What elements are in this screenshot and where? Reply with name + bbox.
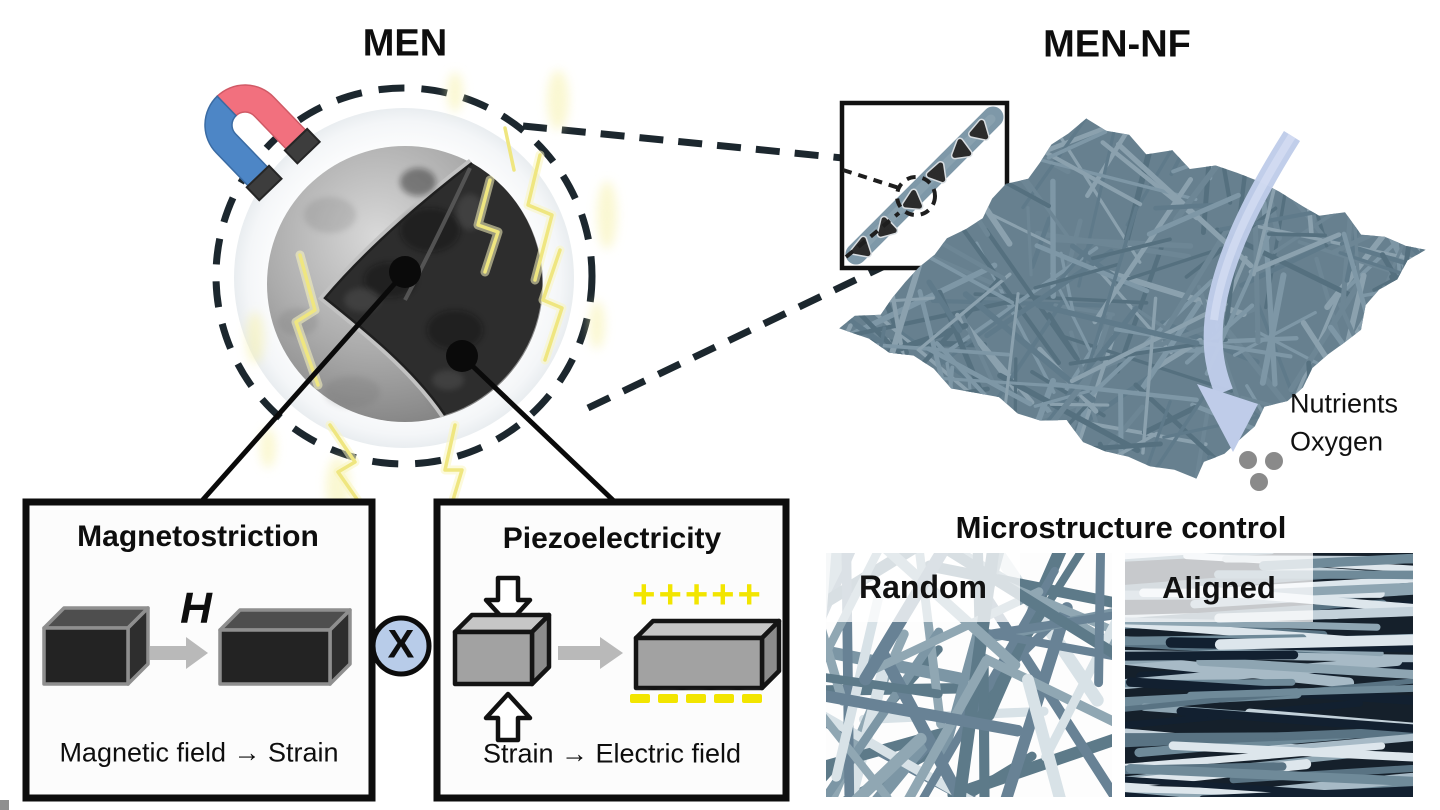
random-panel-label: Random — [826, 553, 1020, 622]
piezoelectricity-title: Piezoelectricity — [502, 522, 722, 555]
permeation-arrow-icon — [1197, 130, 1301, 452]
cube-charged-icon — [633, 618, 782, 691]
men-title: MEN — [362, 22, 448, 65]
magnetostriction-title: Magnetostriction — [77, 520, 319, 553]
horseshoe-magnet-icon — [204, 84, 322, 202]
transform-arrow-icon — [558, 637, 623, 669]
nutrient-dots — [1239, 451, 1283, 491]
magnetostriction-caption: Magnetic field → Strain — [59, 737, 339, 768]
microstructure-title: Microstructure control — [955, 510, 1287, 545]
compress-arrows-icon — [483, 575, 533, 743]
men-nf-title: MEN-NF — [1043, 23, 1191, 66]
lightning-icon — [291, 126, 567, 520]
cube-compressed-icon — [452, 612, 552, 687]
aligned-panel-label: Aligned — [1125, 553, 1313, 622]
callout-lines — [198, 270, 618, 505]
magnetic-field-symbol: H — [180, 584, 212, 633]
positive-charges-label: +++++ — [632, 572, 764, 617]
shell-callout-dot — [446, 340, 478, 372]
transform-arrow-icon — [150, 637, 208, 669]
piezoelectricity-caption: Strain → Electric field — [482, 738, 742, 769]
cube-stretched-icon — [218, 608, 352, 686]
zoom-cone-dashed-lines — [522, 122, 920, 412]
oxygen-label: Oxygen — [1290, 426, 1384, 457]
coupling-multiply-icon — [370, 615, 432, 677]
core-callout-dot — [389, 256, 421, 288]
coupling-symbol: X — [387, 622, 415, 667]
inset-dashed-marks — [842, 168, 937, 259]
dashed-outline-circle — [212, 84, 596, 468]
nutrients-label: Nutrients — [1290, 388, 1399, 419]
negative-charges-icon — [630, 694, 762, 703]
corner-fragment — [0, 800, 9, 810]
piezoelectricity-box — [433, 498, 790, 802]
men-nanoparticle-group — [198, 70, 618, 520]
magnetostriction-box — [22, 498, 376, 802]
cube-before-icon — [42, 606, 150, 686]
